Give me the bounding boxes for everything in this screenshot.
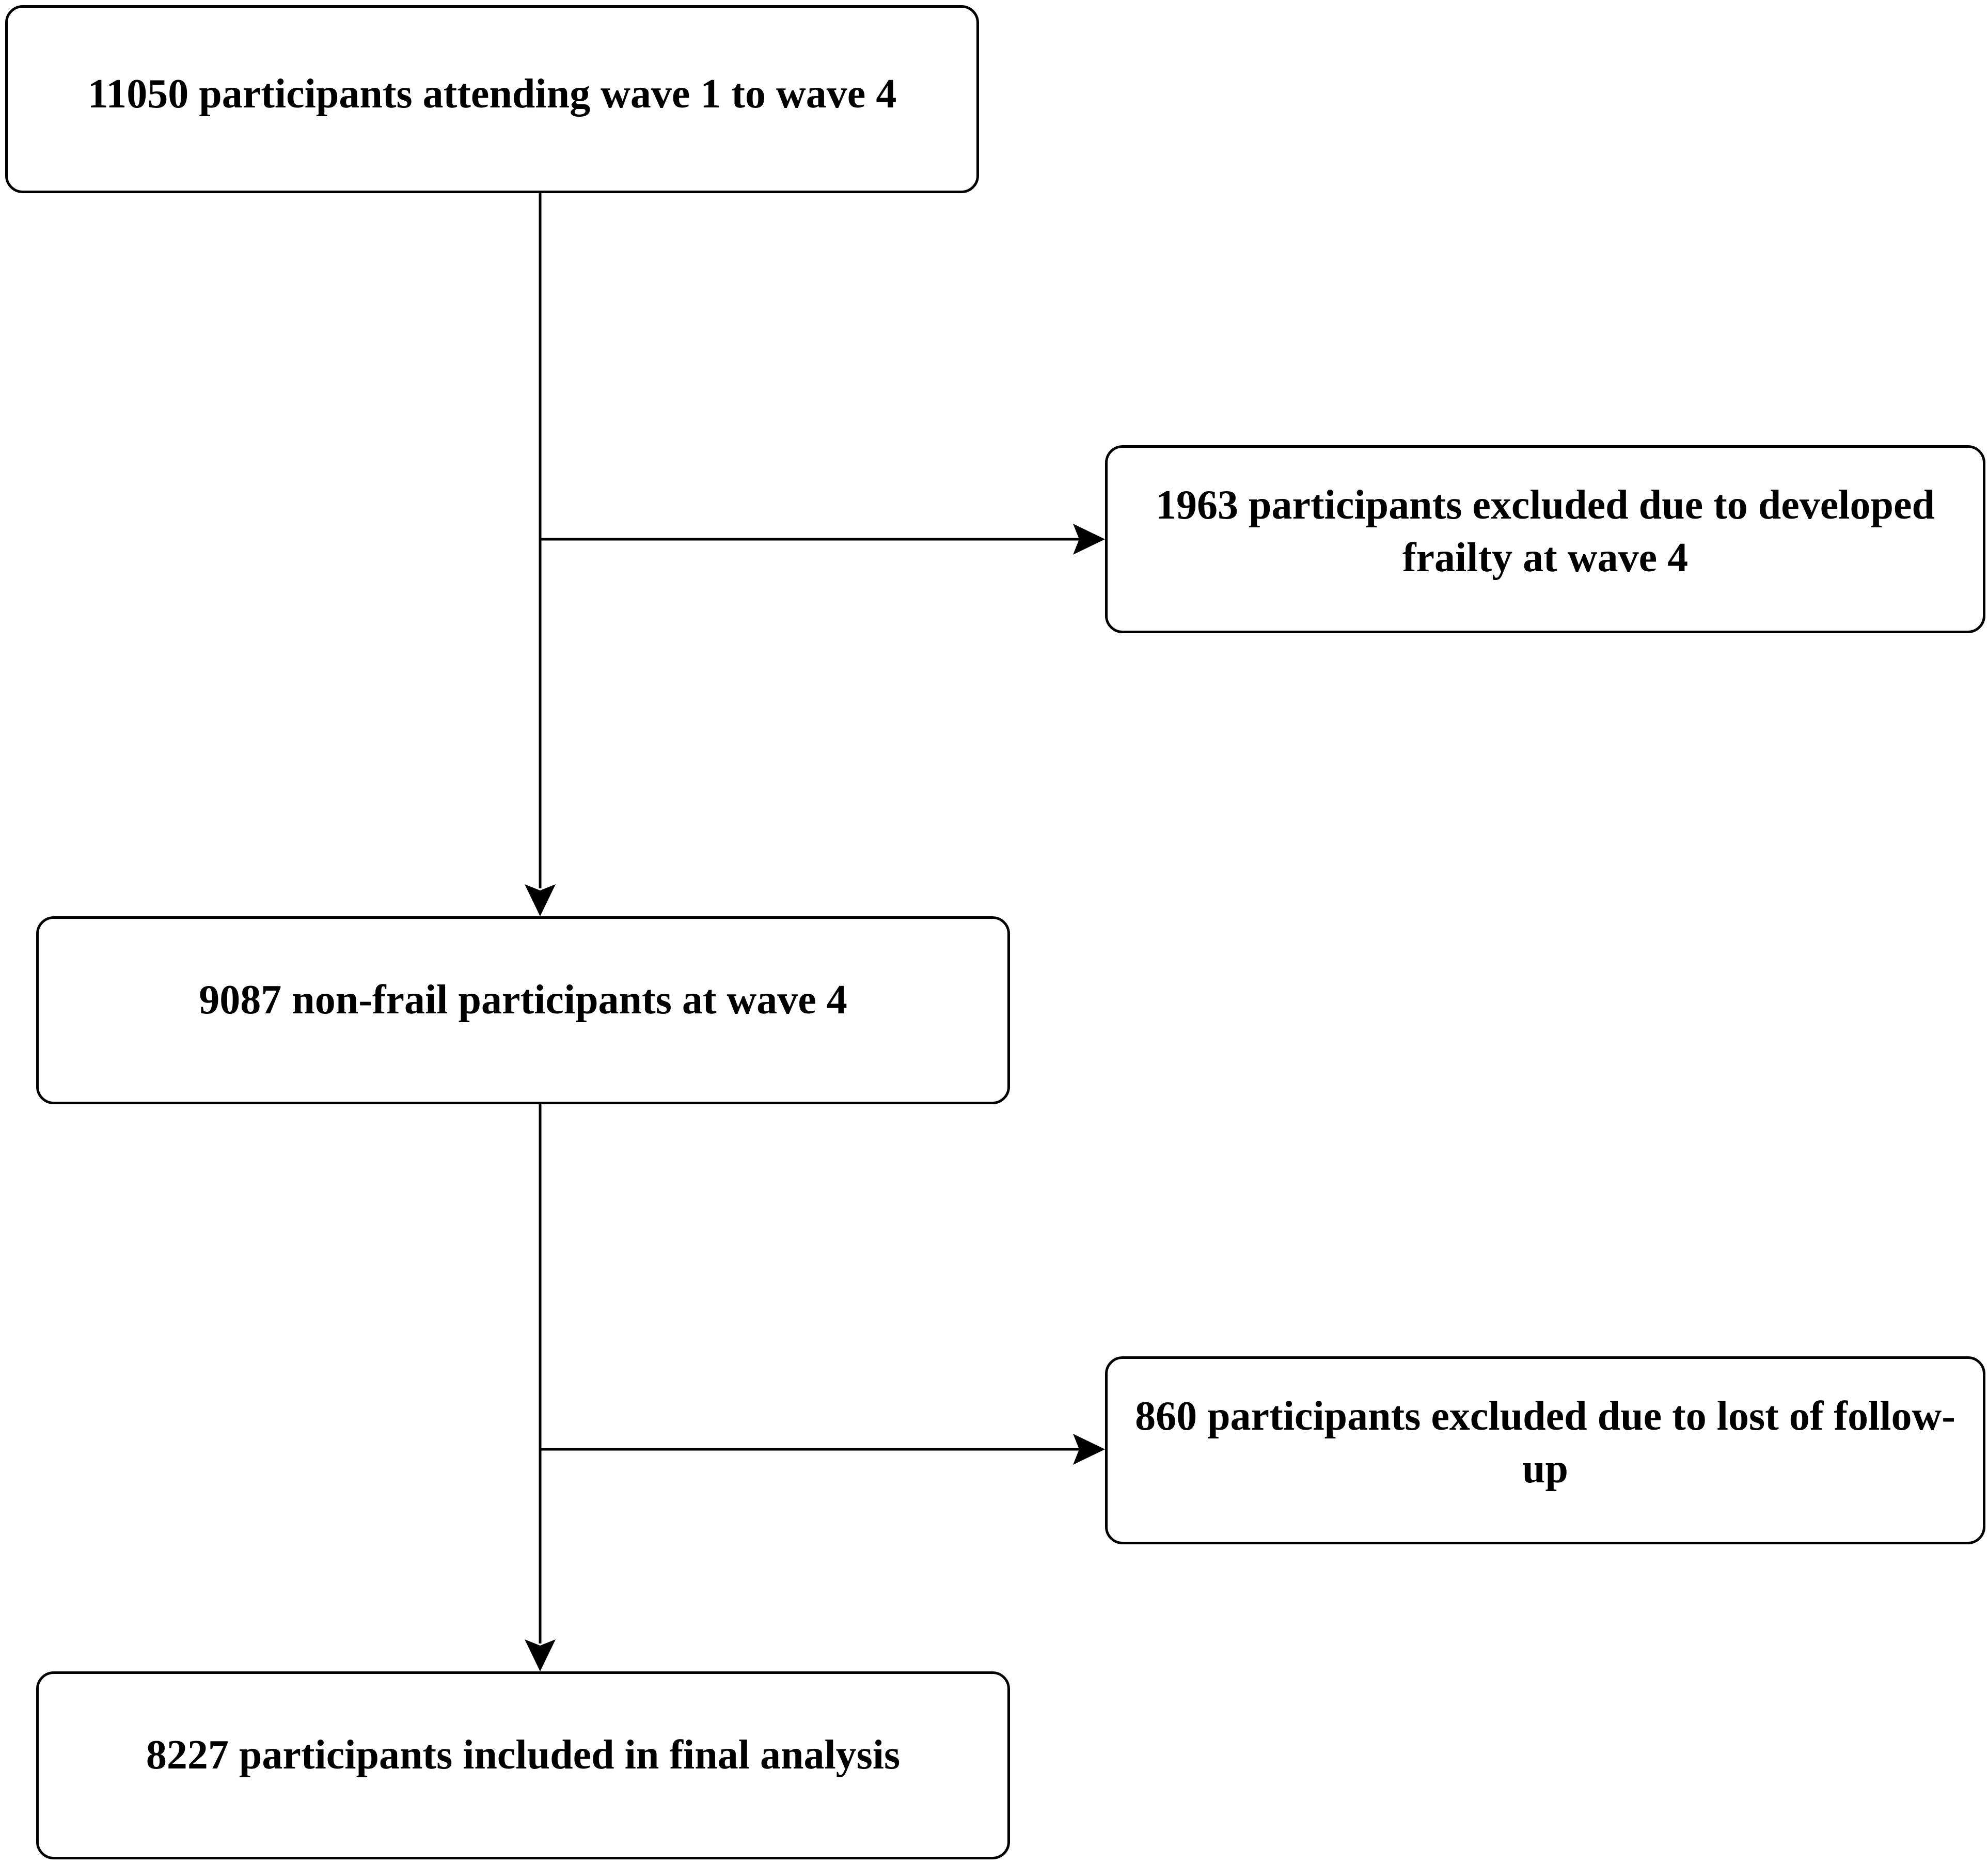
node-excluded-frailty: 1963 participants excluded due to develo… xyxy=(1105,445,1985,633)
node-label: 1963 participants excluded due to develo… xyxy=(1156,482,1935,581)
node-non-frail-participants: 9087 non-frail participants at wave 4 xyxy=(36,916,1010,1104)
node-label: 9087 non-frail participants at wave 4 xyxy=(199,977,847,1023)
arrowhead-n1-n3 xyxy=(525,884,556,916)
node-excluded-lost-follow-up: 860 participants excluded due to lost of… xyxy=(1105,1356,1985,1544)
node-participants-attending: 11050 participants attending wave 1 to w… xyxy=(5,5,979,193)
arrowhead-n1-n2 xyxy=(1073,524,1105,555)
node-label: 11050 participants attending wave 1 to w… xyxy=(87,71,897,117)
node-label: 8227 participants included in final anal… xyxy=(146,1732,901,1778)
node-final-analysis: 8227 participants included in final anal… xyxy=(36,1671,1010,1859)
arrowhead-n3-n4 xyxy=(1073,1434,1105,1465)
arrowhead-n3-n5 xyxy=(525,1639,556,1671)
node-label: 860 participants excluded due to lost of… xyxy=(1135,1394,1955,1492)
